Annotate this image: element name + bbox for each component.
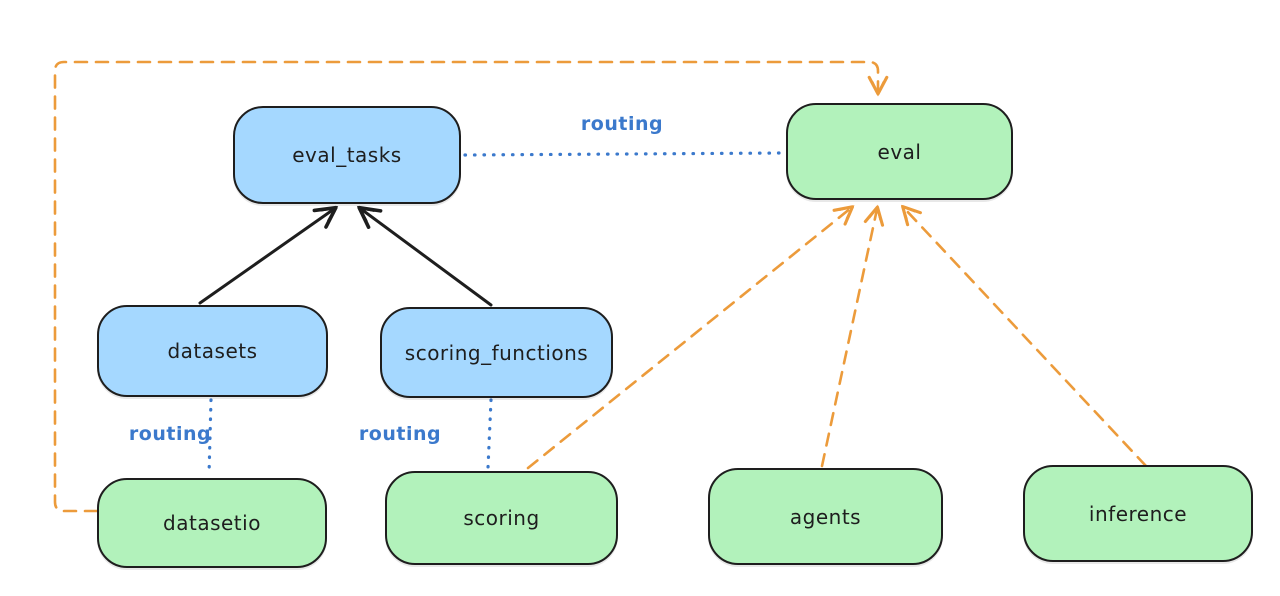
node-datasets-label: datasets (167, 339, 258, 363)
node-datasets: datasets (97, 305, 328, 397)
node-scoring-functions-label: scoring_functions (404, 340, 589, 365)
node-scoring-label: scoring (463, 506, 540, 530)
edge-eval-tasks-to-eval-routing (463, 151, 785, 157)
edge-scoring-functions-to-scoring-routing (486, 398, 493, 470)
node-agents: agents (708, 468, 943, 565)
node-datasetio-label: datasetio (163, 511, 261, 535)
edge-scoring-functions-to-eval-tasks (356, 205, 493, 307)
edge-datasets-to-eval-tasks (198, 205, 339, 305)
edge-datasetio-to-eval (53, 60, 889, 513)
node-eval-tasks-label: eval_tasks (292, 143, 402, 167)
edge-label-routing-eval-tasks-eval: routing (580, 113, 664, 135)
edge-scoring-to-eval (526, 205, 855, 470)
node-inference-label: inference (1088, 501, 1188, 526)
node-inference: inference (1023, 465, 1253, 562)
edge-inference-to-eval (900, 204, 1148, 468)
node-scoring: scoring (385, 471, 618, 565)
edge-datasets-to-datasetio-routing (207, 398, 213, 477)
edge-label-routing-scoring-functions-scoring: routing (358, 423, 442, 445)
node-scoring-functions: scoring_functions (380, 307, 613, 398)
edge-label-routing-datasets-datasetio: routing (128, 423, 212, 445)
node-eval-label: eval (877, 139, 922, 164)
node-eval-tasks: eval_tasks (233, 106, 461, 204)
edge-agents-to-eval (820, 204, 885, 468)
node-datasetio: datasetio (97, 478, 327, 568)
node-agents-label: agents (789, 504, 862, 529)
node-eval: eval (786, 103, 1013, 200)
